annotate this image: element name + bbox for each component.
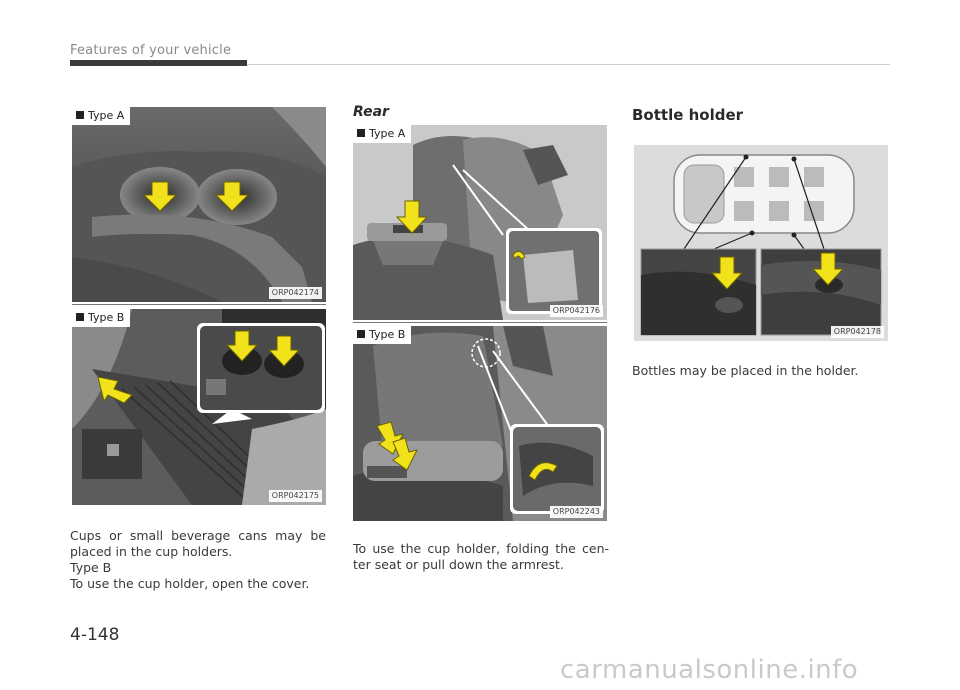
bottle-holder-heading: Bottle holder <box>632 106 744 124</box>
bottle-holder-illustration <box>634 145 888 341</box>
type-label-text: Type A <box>369 127 406 140</box>
bullet-square-icon <box>357 330 365 338</box>
figure-rear-type-a: Type A ORP042176 <box>353 125 607 320</box>
type-b-label: Type B <box>72 309 131 327</box>
bullet-square-icon <box>76 313 84 321</box>
type-a-label: Type A <box>72 107 131 125</box>
text-line: placed in the cup holders. <box>70 544 233 559</box>
text-line: Bottles may be placed in the holder. <box>632 363 859 378</box>
type-label-text: Type B <box>369 328 406 341</box>
bullet-square-icon <box>76 111 84 119</box>
text-line: To use the cup holder, open the cover. <box>70 576 310 591</box>
type-label-text: Type B <box>88 311 125 324</box>
cup-holder-type-a-illustration <box>72 107 326 302</box>
rear-seat-type-a-illustration <box>353 125 607 320</box>
type-b-label: Type B <box>353 326 412 344</box>
text-line: ter seat or pull down the armrest. <box>353 557 564 572</box>
rear-cup-holder-text: To use the cup holder, folding the cen- … <box>353 541 609 573</box>
page-number: 4-148 <box>70 625 120 645</box>
text-line: To use the cup holder, folding the cen- <box>353 541 609 556</box>
watermark: carmanualsonline.info <box>560 655 859 685</box>
figure-code: ORP042243 <box>549 506 603 518</box>
header-bar <box>70 60 247 66</box>
text-line: Type B <box>70 560 112 575</box>
figure-rear-type-b: Type B ORP042243 <box>353 326 607 521</box>
rear-heading: Rear <box>353 104 389 120</box>
figure-separator <box>353 322 607 323</box>
figure-code: ORP042176 <box>549 305 603 317</box>
header-rule <box>247 64 890 65</box>
cup-holder-type-b-illustration <box>72 309 326 505</box>
figure-bottle-holder: ORP042178 <box>634 145 888 341</box>
rear-seat-type-b-illustration <box>353 326 607 521</box>
bullet-square-icon <box>357 129 365 137</box>
figure-separator <box>72 304 326 305</box>
type-label-text: Type A <box>88 109 125 122</box>
type-a-label: Type A <box>353 125 412 143</box>
figure-front-type-b: Type B ORP042175 <box>72 309 326 505</box>
figure-code: ORP042178 <box>830 326 884 338</box>
text-line: Cups or small beverage cans may be <box>70 528 326 543</box>
bottle-holder-text: Bottles may be placed in the holder. <box>632 363 890 379</box>
section-header: Features of your vehicle <box>70 43 232 58</box>
figure-code: ORP042174 <box>268 287 322 299</box>
figure-front-type-a: Type A ORP042174 <box>72 107 326 302</box>
front-cup-holder-text: Cups or small beverage cans may be place… <box>70 528 326 592</box>
figure-code: ORP042175 <box>268 490 322 502</box>
